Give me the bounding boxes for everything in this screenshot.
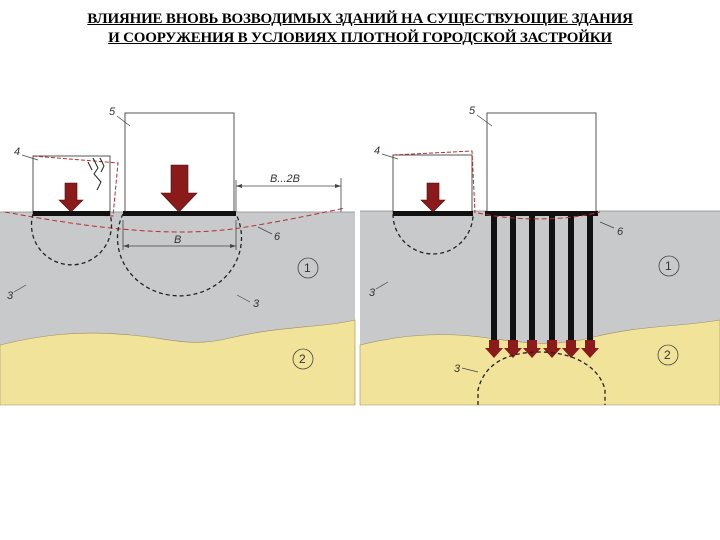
layer-2-marker <box>292 348 314 370</box>
down-arrow-icon <box>58 182 84 213</box>
pile-tip-arrows <box>485 340 599 358</box>
down-arrow-icon <box>543 340 561 358</box>
crack-icon <box>87 157 105 191</box>
down-arrow-icon <box>420 182 446 213</box>
right-label-bulb-left: 3 <box>369 287 376 299</box>
right-existing-foundation <box>393 211 473 216</box>
right-layer-1-marker <box>658 255 680 277</box>
label-settlement: 6 <box>274 231 281 243</box>
pile <box>549 216 555 342</box>
down-arrow-icon <box>562 340 580 358</box>
pile <box>587 216 593 342</box>
right-new-foundation <box>485 211 598 216</box>
layer-2-label: 2 <box>299 352 306 366</box>
left-existing-foundation <box>33 211 110 216</box>
right-new-building <box>486 112 597 214</box>
dim-label-top: B...2B <box>270 173 300 185</box>
label-bulb-right: 3 <box>253 298 260 310</box>
down-arrow-icon <box>581 340 599 358</box>
layer-1-label: 1 <box>304 261 311 275</box>
layer-1-marker <box>297 257 319 279</box>
title-line-2: И СООРУЖЕНИЯ В УСЛОВИЯХ ПЛОТНОЙ ГОРОДСКО… <box>108 30 612 46</box>
pile <box>568 216 574 342</box>
dim-label-bottom: B <box>174 234 181 246</box>
right-layer-2-label: 2 <box>664 348 671 362</box>
right-layer-2-marker <box>657 344 679 366</box>
right-label-settlement: 6 <box>617 226 624 238</box>
left-settlement-curve <box>4 207 346 233</box>
left-new-foundation <box>123 211 236 216</box>
right-panel: 4 5 6 3 3 1 2 <box>359 95 720 406</box>
down-arrow-icon <box>160 164 198 213</box>
pile <box>491 216 497 342</box>
label-existing: 4 <box>14 146 20 158</box>
left-tilt-outline <box>32 155 119 217</box>
down-arrow-icon <box>504 340 522 358</box>
right-bulb-piles <box>477 351 606 405</box>
right-label-existing: 4 <box>374 145 380 157</box>
pile <box>510 216 516 342</box>
right-settlement-curve <box>477 211 601 220</box>
right-bulb-existing <box>392 213 474 255</box>
label-new: 5 <box>109 106 116 118</box>
right-tilt-outline <box>392 150 476 214</box>
right-layer-1-label: 1 <box>665 259 672 273</box>
left-sand-layer <box>0 319 356 406</box>
left-bulb-existing <box>30 213 113 266</box>
title-line-1: ВЛИЯНИЕ ВНОВЬ ВОЗВОДИМЫХ ЗДАНИЙ НА СУЩЕС… <box>87 11 633 27</box>
down-arrow-icon <box>485 340 503 358</box>
label-bulb-left: 3 <box>7 290 14 302</box>
right-label-new: 5 <box>469 105 476 117</box>
left-panel: B...2B B 4 5 6 3 3 1 2 <box>0 95 356 406</box>
pile <box>529 216 535 342</box>
right-label-bulb-piles: 3 <box>454 363 461 375</box>
piles <box>491 216 593 342</box>
page-title: ВЛИЯНИЕ ВНОВЬ ВОЗВОДИМЫХ ЗДАНИЙ НА СУЩЕС… <box>0 10 720 48</box>
down-arrow-icon <box>523 340 541 358</box>
